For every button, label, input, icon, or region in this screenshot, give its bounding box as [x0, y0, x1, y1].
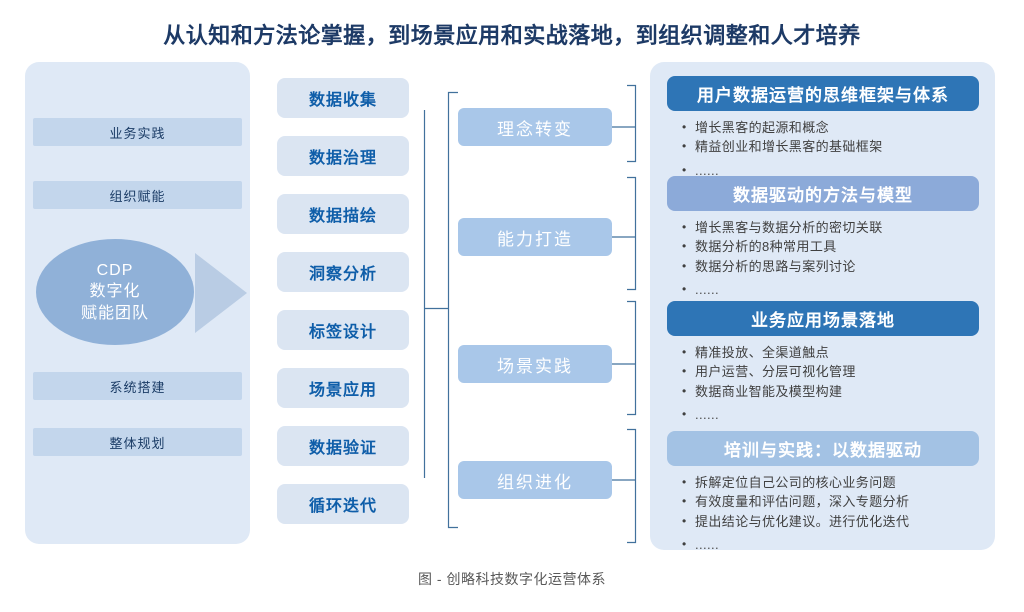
section-user-data-framework: 用户数据运营的思维框架与体系 增长黑客的起源和概念 精益创业和增长黑客的基础框架…: [667, 76, 979, 182]
bullet-item-more: ......: [682, 282, 979, 298]
pipeline-item-insight-analysis: 洞察分析: [277, 252, 409, 292]
stage-box-scenario-practice: 场景实践: [458, 345, 612, 383]
cdp-team-ellipse: CDP 数字化 赋能团队: [36, 239, 194, 345]
pipeline-item-data-validation: 数据验证: [277, 426, 409, 466]
bullet-item-more: ......: [682, 537, 979, 553]
section-1-bracket: [627, 84, 637, 163]
left-bar-system-build: 系统搭建: [33, 372, 242, 400]
bullet-item: 数据分析的思路与案列讨论: [682, 259, 979, 275]
stages-open-bracket: [447, 91, 458, 529]
section-2-bullet-list: 增长黑客与数据分析的密切关联 数据分析的8种常用工具 数据分析的思路与案列讨论 …: [667, 220, 979, 299]
bullet-item: 用户运营、分层可视化管理: [682, 364, 979, 380]
section-4-header: 培训与实践：以数据驱动: [667, 431, 979, 466]
bullet-item: 精益创业和增长黑客的基础框架: [682, 139, 979, 155]
bullet-item: 拆解定位自己公司的核心业务问题: [682, 475, 979, 491]
pipeline-item-data-governance: 数据治理: [277, 136, 409, 176]
pipeline-item-data-collection: 数据收集: [277, 78, 409, 118]
stage-box-org-evolution: 组织进化: [458, 461, 612, 499]
left-panel: 业务实践 组织赋能 CDP 数字化 赋能团队 系统搭建 整体规划: [25, 62, 250, 544]
section-3-header: 业务应用场景落地: [667, 301, 979, 336]
pipeline-item-loop-iteration: 循环迭代: [277, 484, 409, 524]
section-data-driven-methods: 数据驱动的方法与模型 增长黑客与数据分析的密切关联 数据分析的8种常用工具 数据…: [667, 176, 979, 302]
bullet-item: 增长黑客的起源和概念: [682, 120, 979, 136]
right-arrow-icon: [195, 253, 247, 333]
left-bar-org-enablement: 组织赋能: [33, 181, 242, 209]
stage-box-mindset-shift: 理念转变: [458, 108, 612, 146]
section-business-scenarios: 业务应用场景落地 精准投放、全渠道触点 用户运营、分层可视化管理 数据商业智能及…: [667, 301, 979, 427]
bullet-item-more: ......: [682, 163, 979, 179]
bullet-item: 提出结论与优化建议。进行优化迭代: [682, 514, 979, 530]
section-4-bracket: [627, 428, 637, 544]
bullet-item: 增长黑客与数据分析的密切关联: [682, 220, 979, 236]
section-2-bracket: [627, 176, 637, 291]
bullet-item: 数据商业智能及模型构建: [682, 384, 979, 400]
bullet-item: 数据分析的8种常用工具: [682, 239, 979, 255]
section-3-bracket: [627, 300, 637, 416]
stage-box-capability-building: 能力打造: [458, 218, 612, 256]
section-training-practice: 培训与实践：以数据驱动 拆解定位自己公司的核心业务问题 有效度量和评估问题，深入…: [667, 431, 979, 557]
pipeline-item-tag-design: 标签设计: [277, 310, 409, 350]
section-1-bullet-list: 增长黑客的起源和概念 精益创业和增长黑客的基础框架 ......: [667, 120, 979, 179]
bullet-item: 精准投放、全渠道触点: [682, 345, 979, 361]
left-bar-overall-planning: 整体规划: [33, 428, 242, 456]
pipeline-item-data-profiling: 数据描绘: [277, 194, 409, 234]
left-bar-business-practice: 业务实践: [33, 118, 242, 146]
bullet-item-more: ......: [682, 407, 979, 423]
section-1-header: 用户数据运营的思维框架与体系: [667, 76, 979, 111]
section-3-bullet-list: 精准投放、全渠道触点 用户运营、分层可视化管理 数据商业智能及模型构建 ....…: [667, 345, 979, 424]
figure-caption: 图 - 创略科技数字化运营体系: [418, 571, 606, 587]
pipeline-item-scenario-application: 场景应用: [277, 368, 409, 408]
diagram-title: 从认知和方法论掌握，到场景应用和实战落地，到组织调整和人才培养: [163, 23, 861, 48]
bullet-item: 有效度量和评估问题，深入专题分析: [682, 494, 979, 510]
section-2-header: 数据驱动的方法与模型: [667, 176, 979, 211]
section-4-bullet-list: 拆解定位自己公司的核心业务问题 有效度量和评估问题，深入专题分析 提出结论与优化…: [667, 475, 979, 554]
